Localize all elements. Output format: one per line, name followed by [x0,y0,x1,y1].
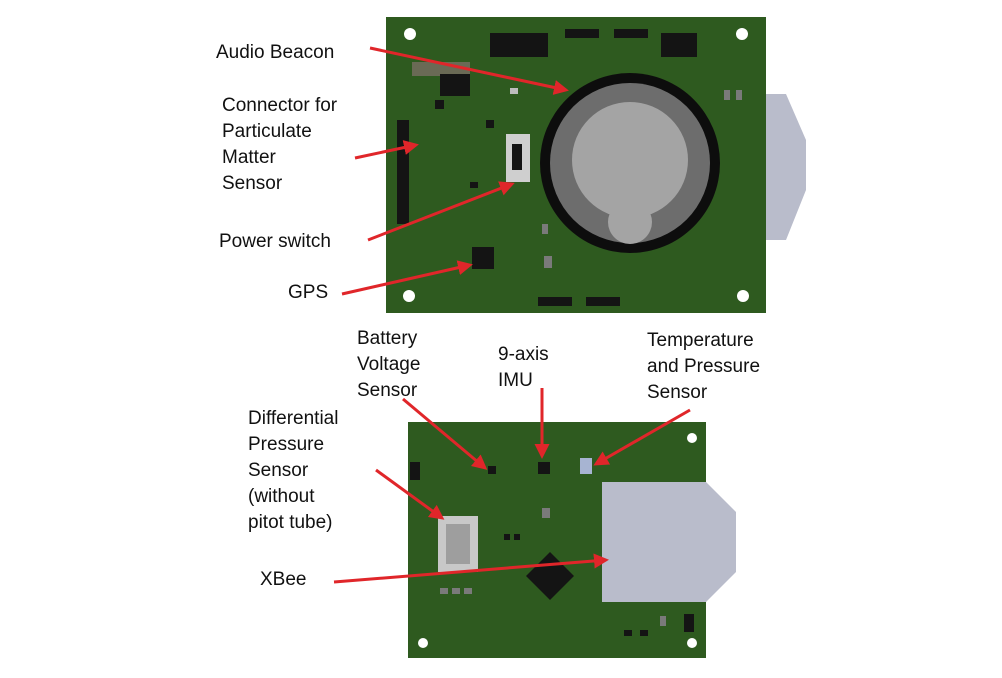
mounting-hole [687,433,697,443]
passive [640,630,648,636]
label-gps: GPS [288,282,329,303]
label-line: Sensor [222,173,283,194]
top-board-antenna [764,94,806,240]
label-line: Battery [357,328,418,349]
label-line: Temperature [647,330,754,351]
mounting-hole [736,28,748,40]
passive [514,534,520,540]
label-line: Differential [248,408,339,429]
passive [736,90,742,100]
particulate-connector [397,120,409,224]
arrow-differential-pressure-sensor [375,468,445,520]
passive [470,182,478,188]
arrow-temperature-pressure-sensor [593,408,691,466]
passive [510,88,518,94]
arrow-xbee [333,553,609,584]
pin-header [586,297,620,306]
pin-header [614,29,648,38]
pin-header [410,462,420,480]
label-particulate-connector: Connector for Particulate Matter Sensor [222,93,337,197]
component [435,100,444,109]
audio-beacon-cap [572,102,688,218]
passive [452,588,460,594]
battery-voltage-sensor [488,466,496,474]
label-line: (without [248,486,315,507]
label-line: Sensor [357,380,418,401]
label-imu: 9-axis IMU [498,342,549,394]
label-line: Connector for [222,95,338,116]
label-line: Particulate [222,121,312,142]
arrow-particulate-connector [354,140,419,160]
passive [542,508,550,518]
label-line: Pressure [248,434,325,455]
label-battery-voltage-sensor: Battery Voltage Sensor [357,326,420,404]
label-line: IMU [498,370,533,391]
label-power-switch: Power switch [219,231,331,252]
label-line: and Pressure [647,356,761,377]
arrow-audio-beacon [369,46,569,95]
passive [724,90,730,100]
gps-chip [472,247,494,269]
callout-arrows [333,46,691,584]
component [486,120,494,128]
mounting-hole [403,290,415,302]
arrow-gps [341,260,473,296]
passive [440,588,448,594]
label-line: Matter [222,147,276,168]
label-line: Voltage [357,354,421,375]
label-line: pitot tube) [248,512,333,533]
label-line: Sensor [647,382,708,403]
label-line: Sensor [248,460,309,481]
label-xbee: XBee [260,569,307,590]
temperature-pressure-sensor [580,458,592,474]
arrow-power-switch [367,181,515,242]
label-differential-pressure-sensor: Differential Pressure Sensor (without pi… [248,406,338,536]
passive [464,588,472,594]
mounting-hole [404,28,416,40]
mounting-hole [687,638,697,648]
audio-beacon-cap-foot [608,200,652,244]
arrow-battery-voltage-sensor [402,397,488,470]
top-board [386,17,806,313]
differential-pressure-sensor-top [446,524,470,564]
pin-header [538,297,572,306]
passive [660,616,666,626]
pin-header [661,33,697,57]
label-line: 9-axis [498,344,549,365]
pin-header [565,29,599,38]
passive [504,534,510,540]
bottom-board [408,422,736,658]
xbee-module [602,482,736,602]
component [440,74,470,96]
imu-chip [538,462,550,474]
passive [542,224,548,234]
pin-header [684,614,694,632]
passive [624,630,632,636]
mounting-hole [418,638,428,648]
label-temperature-pressure-sensor: Temperature and Pressure Sensor [647,328,760,406]
mounting-hole [737,290,749,302]
label-audio-beacon: Audio Beacon [216,42,335,63]
power-switch-slider [512,144,522,170]
pin-header [490,33,548,57]
passive [544,256,552,268]
